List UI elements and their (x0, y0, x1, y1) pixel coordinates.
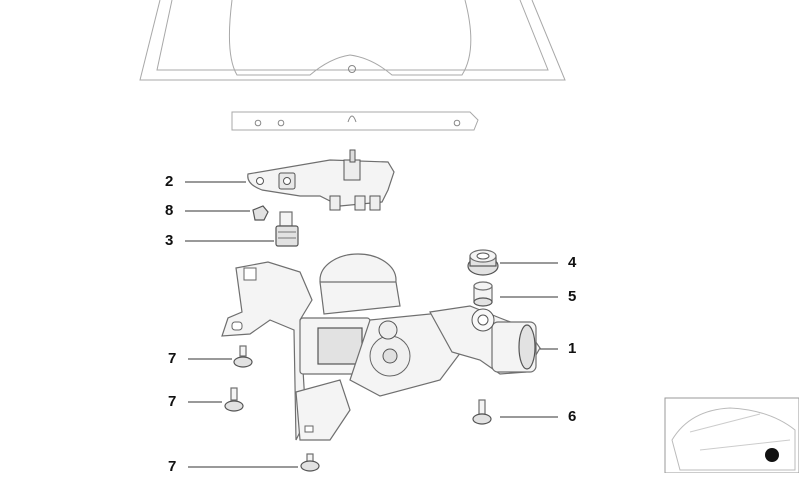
callout-7: 7 (168, 458, 177, 475)
bushing-icon (473, 281, 493, 307)
wiper-arm-icon (247, 149, 395, 211)
nut-icon (252, 205, 269, 221)
wiper-motor-assembly-icon (299, 253, 541, 397)
callout-7: 7 (168, 350, 177, 367)
callout-2: 2 (165, 173, 174, 190)
spacer-icon (275, 211, 299, 247)
mounting-bracket-icon (221, 261, 351, 441)
grommet-icon (467, 249, 499, 276)
screw-7c-icon (300, 453, 320, 472)
callout-3: 3 (165, 232, 174, 249)
bolt-icon (472, 399, 492, 425)
screw-7b-icon (224, 387, 244, 412)
screw-7a-icon (233, 345, 253, 368)
callout-5: 5 (568, 288, 577, 305)
callout-8: 8 (165, 202, 174, 219)
callout-6: 6 (568, 408, 577, 425)
callout-7: 7 (168, 393, 177, 410)
callout-4: 4 (568, 254, 577, 271)
callout-1: 1 (568, 340, 577, 357)
leader-lines (185, 181, 558, 468)
car-location-thumbnail-icon (664, 397, 799, 474)
rear-window-glass-icon (139, 0, 566, 81)
trim-strip-icon (231, 111, 479, 131)
